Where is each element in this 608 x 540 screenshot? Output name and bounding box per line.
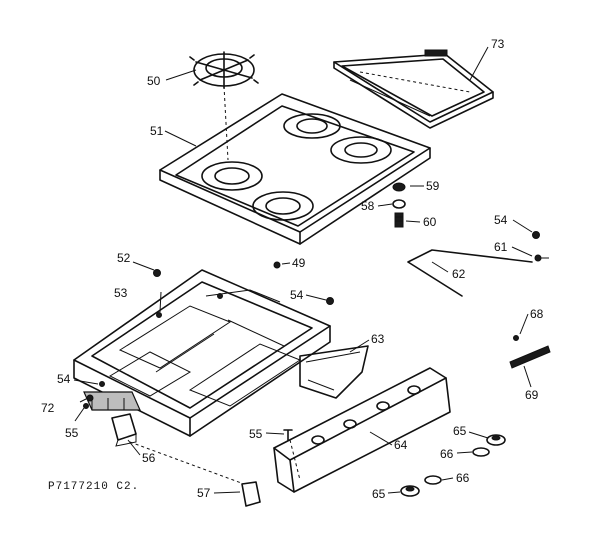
screw-part-54-right[interactable]: [532, 231, 540, 239]
callout-54-right: 54: [494, 213, 508, 227]
screw-part-52[interactable]: [153, 269, 161, 277]
callout-61: 61: [494, 240, 508, 254]
burner-cap-part-59[interactable]: [392, 182, 406, 192]
callout-51: 51: [150, 124, 164, 138]
bracket-part-69[interactable]: [509, 345, 551, 369]
screw-part-54-center[interactable]: [326, 297, 334, 305]
rod-part-62[interactable]: [407, 249, 533, 297]
callout-73: 73: [491, 37, 505, 51]
control-panel-part-64[interactable]: [273, 367, 451, 493]
bracket-part-63[interactable]: [299, 345, 369, 399]
callout-55-left: 55: [65, 426, 79, 440]
screw-part-55-left[interactable]: [83, 403, 89, 409]
callout-56: 56: [142, 451, 156, 465]
diagram-code: P7177210 C2.: [48, 481, 139, 493]
callout-65-lower: 65: [372, 487, 386, 501]
callout-54-center: 54: [290, 288, 304, 302]
callout-57: 57: [197, 486, 211, 500]
callout-60: 60: [423, 215, 437, 229]
screw-part-68[interactable]: [513, 335, 519, 341]
callout-63: 63: [371, 332, 385, 346]
callout-50: 50: [147, 74, 161, 88]
callout-49: 49: [292, 256, 306, 270]
callout-54-left: 54: [57, 372, 71, 386]
knob-part-65-upper[interactable]: [486, 434, 506, 446]
screw-part-54-left[interactable]: [99, 381, 105, 387]
module-part-56[interactable]: [111, 413, 137, 447]
cooktop-cover-part-73[interactable]: [333, 49, 494, 129]
orifice-part-58[interactable]: [392, 199, 406, 209]
callout-64: 64: [394, 438, 408, 452]
ignitor-assembly-part-72[interactable]: [83, 391, 141, 411]
callout-65-upper: 65: [453, 424, 467, 438]
callout-68: 68: [530, 307, 544, 321]
cover-part-57[interactable]: [129, 441, 261, 507]
burner-box-part-53[interactable]: [73, 269, 331, 437]
cooktop-part-51[interactable]: [159, 85, 431, 245]
ring-part-66-upper[interactable]: [472, 447, 490, 457]
callout-69: 69: [525, 388, 539, 402]
screw-part-61[interactable]: [534, 254, 549, 262]
screw-part-49[interactable]: [273, 261, 281, 269]
callout-66-lower: 66: [456, 471, 470, 485]
callout-59: 59: [426, 179, 440, 193]
callout-52: 52: [117, 251, 131, 265]
burner-grate-part-50[interactable]: [189, 51, 259, 89]
knob-part-65-lower[interactable]: [400, 485, 420, 497]
screw-part-55-center[interactable]: [283, 429, 293, 441]
callout-62: 62: [452, 267, 466, 281]
callout-66-upper: 66: [440, 447, 454, 461]
valve-part-60[interactable]: [394, 212, 404, 228]
callout-labels: 50 73 51 59 58 60 54 61 62 52 49 53 54 6…: [41, 37, 544, 501]
leader-lines: [73, 46, 533, 494]
callout-53: 53: [114, 286, 128, 300]
callout-55-center: 55: [249, 427, 263, 441]
callout-72: 72: [41, 401, 55, 415]
ring-part-66-lower[interactable]: [424, 475, 442, 485]
callout-58: 58: [361, 199, 375, 213]
